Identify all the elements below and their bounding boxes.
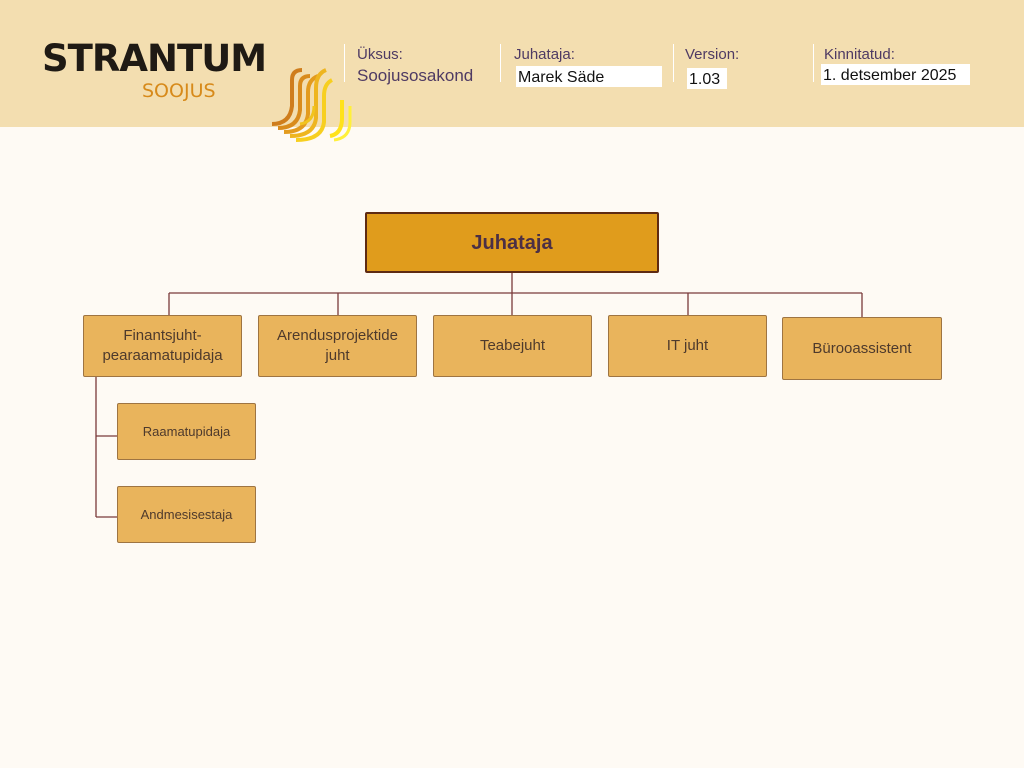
logo-subtitle: SOOJUS xyxy=(142,80,216,102)
org-node-label: Raamatupidaja xyxy=(142,423,231,439)
unit-field: Üksus: Soojusosakond xyxy=(357,44,497,86)
header-divider xyxy=(500,44,501,82)
approved-date-input[interactable]: 1. detsember 2025 xyxy=(821,64,970,85)
unit-label: Üksus: xyxy=(357,46,403,63)
flame-logo-icon xyxy=(271,68,352,142)
header-divider xyxy=(673,44,674,82)
org-node-data-entry: Andmesisestaja xyxy=(117,486,256,543)
org-node-information: Teabejuht xyxy=(433,315,592,377)
org-node-label: Andmesisestaja xyxy=(140,506,233,522)
manager-field: Juhataja: Marek Säde xyxy=(514,44,664,87)
org-node-label: Teabejuht xyxy=(479,337,546,354)
version-input[interactable]: 1.03 xyxy=(687,68,727,89)
org-node-accountant: Raamatupidaja xyxy=(117,403,256,460)
header-band: STRANTUM SOOJUS Üksus: Soojusosakond Juh… xyxy=(0,0,1024,142)
version-field: Version: 1.03 xyxy=(685,44,795,89)
org-node-label-line: Arendusprojektide xyxy=(277,327,398,344)
approved-field: Kinnitatud: 1. detsember 2025 xyxy=(821,44,984,86)
header-divider xyxy=(344,44,345,82)
manager-label: Juhataja: xyxy=(514,46,575,63)
org-node-label-line: pearaamatupidaja xyxy=(102,347,223,364)
version-label: Version: xyxy=(685,46,740,63)
org-node-label-line: juht xyxy=(325,347,350,364)
org-node-it: IT juht xyxy=(608,315,767,377)
org-node-finance: Finantsjuht- pearaamatupidaja xyxy=(83,315,242,377)
org-node-dev-projects: Arendusprojektide juht xyxy=(258,315,417,377)
logo-wordmark: STRANTUM xyxy=(42,37,267,80)
org-node-root: Juhataja xyxy=(365,212,659,273)
org-node-label-line: Finantsjuht- xyxy=(123,327,202,344)
org-node-label: Juhataja xyxy=(471,231,553,254)
unit-value: Soojusosakond xyxy=(357,66,474,85)
org-node-label: Bürooassistent xyxy=(812,339,912,357)
org-node-label: IT juht xyxy=(666,337,709,354)
org-node-office-assistant: Bürooassistent xyxy=(782,317,942,380)
approved-label: Kinnitatud: xyxy=(824,46,895,63)
header-divider xyxy=(813,44,814,82)
manager-input[interactable]: Marek Säde xyxy=(516,66,662,87)
